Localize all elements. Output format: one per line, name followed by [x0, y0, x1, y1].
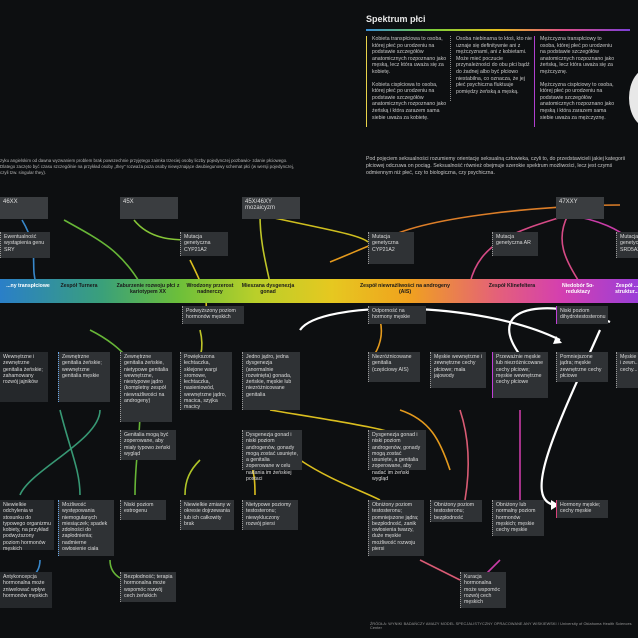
pronoun-note: zyku angielskim od dawna wyzwaniem probl… [0, 158, 295, 175]
karyotype-box: 46XX [0, 197, 48, 219]
sexuality-note: Pod pojęciem seksualności rozumiemy orie… [366, 156, 625, 176]
legend-col-nonbinary: Osoba niebinarna to ktoś, kto nie uznaje… [450, 36, 534, 102]
legend-gradient-bar [366, 29, 630, 31]
spectrum-label: Zespół ... struktur... [615, 283, 638, 295]
spectrum-label: Mieszana dysgenezja gonad [241, 283, 295, 295]
outcome-box: Nietypowe poziomy testosteronu; niewyklu… [242, 500, 298, 530]
karyotype-box: 45X [120, 197, 178, 219]
spectrum-label: Niedobór 5α-reduktazy [561, 283, 594, 295]
outcome-box: Niewielkie odchylenia w stosunku do typo… [0, 500, 54, 552]
outcome-box: Hormony męskie; cechy męskie [556, 500, 608, 518]
hormone-box: Odporność na hormony męskie [368, 306, 426, 324]
spectrum-label: Zespół Turnera [60, 283, 98, 289]
legend-col-men: Mężczyzna transpłciowy to osoba, której … [534, 36, 618, 128]
surgery-box: Genitalia mogą być zoperowane, aby miały… [120, 430, 176, 460]
surgery-box: Dysgenezja gonad i niski poziom androgen… [242, 430, 302, 482]
anatomy-box: Zewnętrzne genitalia żeńskie, nietypowe … [120, 352, 172, 422]
anatomy-box: Powiększona łechtaczka, sklejone wargi s… [180, 352, 232, 410]
gene-box: Mutacja genetyczna SRD5A2 [616, 232, 638, 258]
gene-box: Mutacja genetyczna CYP21A2 [180, 232, 228, 256]
outcome-box: Obniżony lub normalny poziom hormonów mę… [492, 500, 544, 536]
surgery-box: Dysgenezja gonad i niski poziom androgen… [368, 430, 426, 482]
treatment-box: Kuracja hormonalna może wspomóc rozwój c… [460, 572, 506, 608]
anatomy-box: Jedno jądro, jedna dysgenezja (anormalni… [242, 352, 300, 410]
treatment-box: Antykoncepcja hormonalna może zniwelować… [0, 572, 52, 608]
karyotype-box: 47XXY [556, 197, 604, 219]
anatomy-box: Pomniejszone jądra; męskie zewnętrzne ce… [556, 352, 608, 382]
gene-box: Mutacja genetyczna AR [492, 232, 538, 256]
anatomy-box: Męskie ... i zewn... cechy... [616, 352, 638, 388]
gene-box: Ewentualność wystąpienia genu SRY [0, 232, 50, 258]
treatment-box: Bezpłodność; terapia hormonalna może wsp… [120, 572, 176, 602]
anatomy-box: Męskie wewnętrzne i zewnętrzne cechy płc… [430, 352, 486, 388]
hormone-box: Niski poziom dihydrotestosteronu [556, 306, 608, 324]
spectrum-label: Zaburzenie rozwoju płci z kariotypem XX [116, 283, 180, 295]
outcome-box: Niewielkie zmiany w okresie dojrzewania … [180, 500, 234, 530]
anatomy-box: Przeważnie męskie lub niezróżnicowane ce… [492, 352, 548, 398]
legend-col-women: Kobieta transpłciowa to osoba, której pł… [366, 36, 450, 128]
decorative-circle [629, 68, 638, 128]
source-footer: ŹRÓDŁA: WYNIKI BADAŃCZY AMAZY MODEL SPEC… [370, 622, 632, 630]
outcome-box: Niski poziom estrogenu [120, 500, 166, 520]
gene-box: Mutacja genetyczna CYP21A2 [368, 232, 414, 264]
anatomy-box: Zewnętrzne genitalia żeńskie; wewnętrzne… [58, 352, 110, 402]
spectrum-label: ...ny transpłciowe [6, 283, 50, 289]
anatomy-box: Niezróżnicowane genitalia (częściowy AIS… [368, 352, 420, 382]
spectrum-label: Wrodzony przerost nadnerczy [186, 283, 234, 295]
anatomy-box: Wewnętrzne i zewnętrzne genitalia żeński… [0, 352, 48, 402]
spectrum-label: Zespół Klinefeltera [488, 283, 536, 289]
karyotype-box: 45X/46XY mozaicyzm [242, 197, 300, 219]
outcome-box: Obniżony poziom testosteronu; bezpłodnoś… [430, 500, 482, 522]
legend-title: Spektrum płci [366, 14, 426, 24]
spectrum-label: Zespół niewrażliwości na androgeny (AIS) [360, 283, 450, 295]
outcome-box: Obniżony poziom testosteronu; pomniejszo… [368, 500, 424, 556]
hormone-box: Podwyższony poziom hormonów męskich [182, 306, 244, 324]
outcome-box: Możliwość występowania niemogulanych mie… [58, 500, 114, 556]
sex-spectrum-band [0, 279, 638, 303]
